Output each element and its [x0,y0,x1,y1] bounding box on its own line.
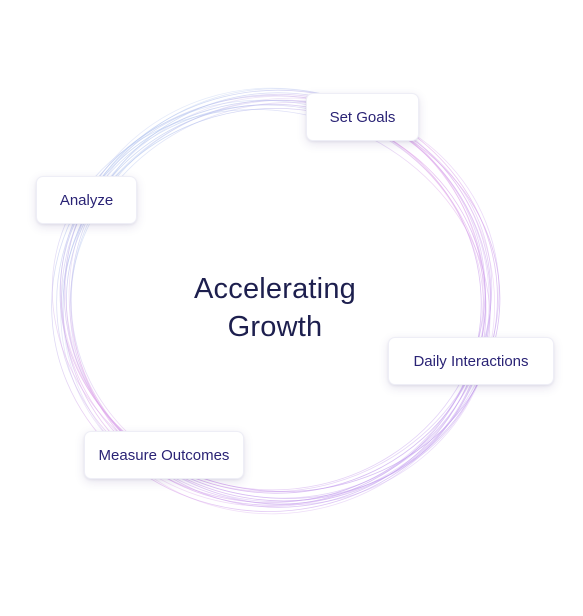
orbit-ring [70,99,486,491]
orbit-ring [62,95,490,515]
step-daily-interactions[interactable]: Daily Interactions [388,337,554,385]
orbit-ring [63,89,498,502]
center-title: Accelerating Growth [150,270,400,346]
orbit-ring [59,99,501,492]
step-set-goals[interactable]: Set Goals [306,93,419,141]
center-title-line2: Growth [227,311,323,343]
center-title-line1: Accelerating [194,273,356,305]
step-analyze[interactable]: Analyze [36,176,137,224]
step-measure-outcomes[interactable]: Measure Outcomes [84,431,244,479]
orbit-ring [51,95,491,512]
